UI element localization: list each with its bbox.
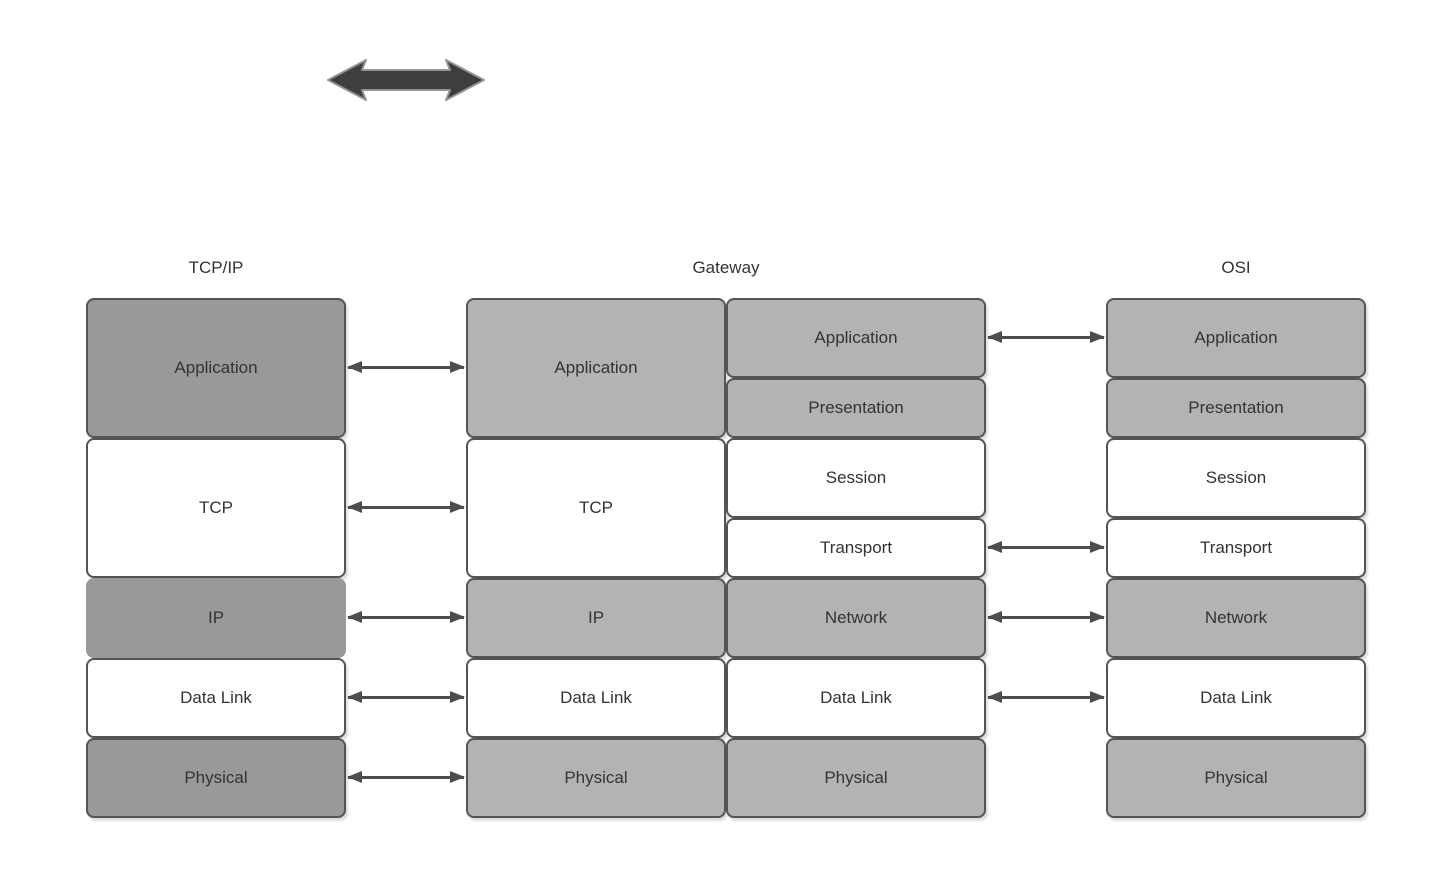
tcpip-layer-physical: Physical (86, 738, 346, 818)
osi-layer-presentation: Presentation (1106, 378, 1366, 438)
arrow-tcpip-gateway-application-icon (347, 361, 465, 373)
tcpip-layer-ip: IP (86, 578, 346, 658)
tcpip-layer-datalink: Data Link (86, 658, 346, 738)
arrow-gateway-osi-transport-icon (987, 541, 1105, 553)
arrow-tcpip-gateway-physical-icon (347, 771, 465, 783)
gateway-left-layer-datalink: Data Link (466, 658, 726, 738)
arrow-tcpip-gateway-tcp-icon (347, 501, 465, 513)
gateway-left-layer-tcp: TCP (466, 438, 726, 578)
column-title-tcpip: TCP/IP (188, 258, 244, 277)
arrow-gateway-osi-application-icon (987, 331, 1105, 343)
double-headed-arrow-icon (327, 59, 485, 101)
gateway-right-layer-physical: Physical (726, 738, 986, 818)
osi-layer-physical: Physical (1106, 738, 1366, 818)
gateway-right-layer-network: Network (726, 578, 986, 658)
arrow-gateway-osi-datalink-icon (987, 691, 1105, 703)
gateway-right-layer-session: Session (726, 438, 986, 518)
column-title-osi: OSI (1221, 258, 1251, 277)
gateway-left-layer-physical: Physical (466, 738, 726, 818)
gateway-right-layer-presentation: Presentation (726, 378, 986, 438)
arrow-gateway-osi-network-icon (987, 611, 1105, 623)
arrow-tcpip-gateway-ip-icon (347, 611, 465, 623)
osi-layer-application: Application (1106, 298, 1366, 378)
tcpip-layer-application: Application (86, 298, 346, 438)
osi-layer-network: Network (1106, 578, 1366, 658)
arrow-tcpip-gateway-datalink-icon (347, 691, 465, 703)
gateway-left-layer-application: Application (466, 298, 726, 438)
gateway-left-layer-ip: IP (466, 578, 726, 658)
gateway-right-layer-transport: Transport (726, 518, 986, 578)
osi-layer-session: Session (1106, 438, 1366, 518)
osi-layer-datalink: Data Link (1106, 658, 1366, 738)
tcpip-layer-tcp: TCP (86, 438, 346, 578)
osi-layer-transport: Transport (1106, 518, 1366, 578)
column-title-gateway: Gateway (692, 258, 760, 277)
gateway-right-layer-application: Application (726, 298, 986, 378)
gateway-right-layer-datalink: Data Link (726, 658, 986, 738)
